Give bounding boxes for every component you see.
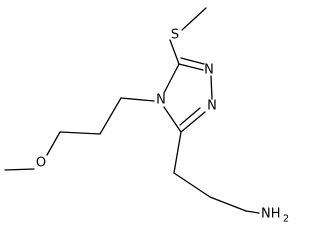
- bond-c2-c3: [59, 131, 101, 135]
- amine-group-label: NH 2: [261, 207, 289, 225]
- sulfur-atom-label: S: [171, 28, 179, 43]
- bond-s-ch3: [181, 7, 207, 31]
- bond-c3-n4: [163, 106, 182, 133]
- amine-subscript-label: 2: [283, 214, 289, 225]
- bond-n1-n2: [210, 75, 213, 100]
- amine-nitrogen-label: NH: [261, 207, 281, 222]
- bond-n4-c5: [163, 63, 180, 94]
- ring-nitrogen-1-label: N: [204, 63, 214, 78]
- ether-oxygen-label: O: [36, 156, 46, 171]
- aminopropyl-chain: [173, 131, 260, 214]
- bond-c1-c2: [99, 97, 122, 135]
- bond-ca-cb: [173, 172, 211, 198]
- ring-nitrogen-4-label: N: [156, 93, 166, 108]
- bond-cc-n: [245, 210, 260, 214]
- bond-c5-n1-double: [180, 57, 205, 65]
- bond-c3-ca: [173, 131, 182, 174]
- triazole-ring: [163, 57, 213, 133]
- bond-n2-c3: [180, 111, 206, 133]
- bond-c5-s: [169, 39, 180, 65]
- methoxypropyl-chain: [4, 97, 155, 171]
- bond-cb-cc: [209, 196, 247, 212]
- bond-c5-n1: [178, 63, 204, 71]
- ring-nitrogen-2-label: N: [207, 99, 217, 114]
- methylthio-group: [169, 7, 207, 65]
- bond-n2-c3-double: [179, 107, 201, 126]
- bond-c3-o: [46, 131, 61, 156]
- bond-o-ch3: [4, 168, 35, 171]
- chemical-structure: S N N N O NH 2: [4, 7, 289, 225]
- bond-n4-c1: [120, 97, 155, 102]
